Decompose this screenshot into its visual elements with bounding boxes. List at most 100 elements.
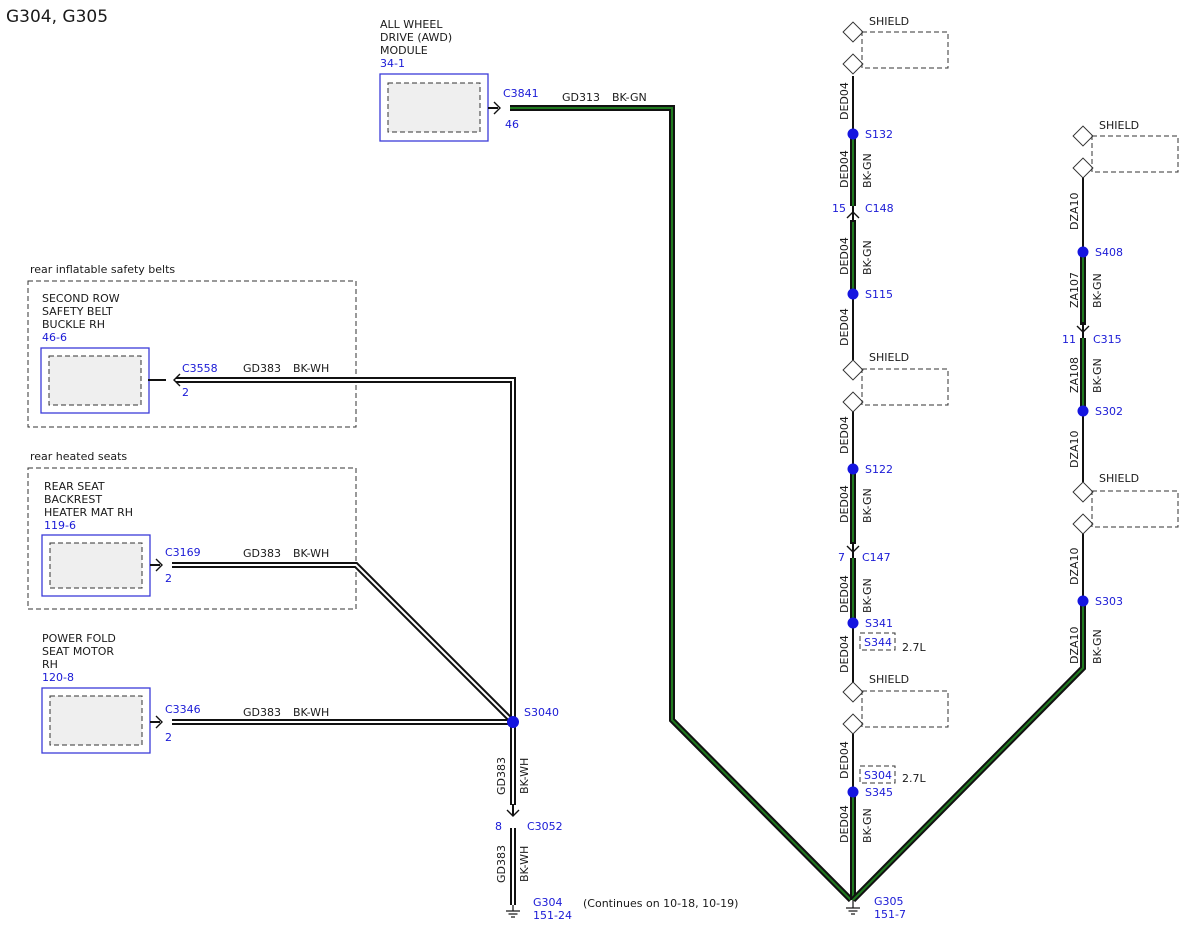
page-title: G304, G305 (6, 7, 108, 27)
belt-buckle-component[interactable]: SECOND ROW SAFETY BELT BUCKLE RH 46-6 C3… (40, 292, 218, 414)
vlabel-ded04-4: DED04 (838, 308, 851, 346)
vlabel-ded04-6: DED04 (838, 485, 851, 523)
fold-motor-line-3: RH (42, 658, 58, 671)
splice-s115-label: S115 (865, 288, 893, 301)
shield-right-2-label: SHIELD (1099, 472, 1139, 485)
vlabel-ded04-2: DED04 (838, 150, 851, 188)
splice-s132[interactable] (847, 128, 859, 140)
vlabel-ded04-8: DED04 (838, 635, 851, 673)
splice-s408[interactable] (1077, 246, 1089, 258)
option-s344-box (859, 632, 896, 651)
connector-c3052[interactable]: C3052 (527, 820, 563, 833)
wire-label-c3169-circuit: GD383 (243, 547, 281, 560)
heater-mat-ref[interactable]: 119-6 (44, 519, 76, 532)
splice-s408-label: S408 (1095, 246, 1123, 259)
group-heated-label: rear heated seats (30, 450, 127, 463)
splice-s3040[interactable] (507, 716, 519, 728)
splice-s3040-label: S3040 (524, 706, 559, 719)
wire-label-c3169-color: BK-WH (293, 547, 329, 560)
vlabel-bkgn-right: BK-GN (1091, 629, 1104, 664)
splice-s304-label[interactable]: S304 (864, 769, 892, 782)
vlabel-bkgn-2: BK-GN (861, 153, 874, 188)
wire-dza10-column[interactable] (850, 177, 1086, 903)
pin-c3169: 2 (165, 572, 172, 585)
pin-c315: 11 (1062, 333, 1076, 346)
ground-g304-name: G304 (533, 896, 563, 909)
splice-s122-label: S122 (865, 463, 893, 476)
wire-gd313-circuit: GD313 (562, 91, 600, 104)
vlabel-bkgn-6: BK-GN (861, 488, 874, 523)
fold-motor-component[interactable]: POWER FOLD SEAT MOTOR RH 120-8 C3346 2 (41, 632, 201, 754)
shield-mid-2-label: SHIELD (869, 351, 909, 364)
wire-label-c3558-circuit: GD383 (243, 362, 281, 375)
connector-c3558[interactable]: C3558 (182, 362, 218, 375)
pin-c3558: 2 (182, 386, 189, 399)
connector-c3841[interactable]: C3841 (503, 87, 539, 100)
wire-label-c3346-circuit: GD383 (243, 706, 281, 719)
fold-motor-line-1: POWER FOLD (42, 632, 116, 645)
continues-note: (Continues on 10-18, 10-19) (583, 897, 738, 910)
fold-motor-line-2: SEAT MOTOR (42, 645, 114, 658)
heater-mat-line-2: BACKREST (44, 493, 102, 506)
ground-g305-icon[interactable] (846, 900, 860, 915)
pin-c148: 15 (832, 202, 846, 215)
vlabel-bkgn-za107: BK-GN (1091, 273, 1104, 308)
splice-s345[interactable] (847, 786, 859, 798)
heater-mat-component[interactable]: REAR SEAT BACKREST HEATER MAT RH 119-6 C… (41, 480, 201, 597)
splice-s132-label: S132 (865, 128, 893, 141)
vlabel-dza10-3: DZA10 (1068, 547, 1081, 585)
awd-module-ref[interactable]: 34-1 (380, 57, 405, 70)
ground-g304-ref[interactable]: 151-24 (533, 909, 572, 922)
connector-c147[interactable]: C147 (862, 551, 891, 564)
belt-buckle-line-3: BUCKLE RH (42, 318, 105, 331)
splice-s303[interactable] (1077, 595, 1089, 607)
pin-c3841: 46 (505, 118, 519, 131)
vlabel-ded04-9: DED04 (838, 741, 851, 779)
shield-mid-2: SHIELD (842, 351, 949, 413)
shield-mid-1-label: SHIELD (869, 15, 909, 28)
wire-vlabel-bkwh-1: BK-WH (518, 758, 531, 794)
wire-gd313-color: BK-GN (612, 91, 647, 104)
wire-label-c3346-color: BK-WH (293, 706, 329, 719)
vlabel-bkgn-3: BK-GN (861, 240, 874, 275)
splice-s122[interactable] (847, 463, 859, 475)
splice-s302[interactable] (1077, 405, 1089, 417)
wire-gd383[interactable] (172, 377, 516, 905)
splice-s345-label: S345 (865, 786, 893, 799)
splice-s344-label[interactable]: S344 (864, 636, 892, 649)
vlabel-dza10-2: DZA10 (1068, 430, 1081, 468)
vlabel-ded04-7: DED04 (838, 575, 851, 613)
wire-gd313[interactable] (510, 105, 854, 903)
heater-mat-line-1: REAR SEAT (44, 480, 105, 493)
splice-s115[interactable] (847, 288, 859, 300)
awd-module-line-1: ALL WHEEL (380, 18, 443, 31)
group-belts-box (27, 280, 357, 428)
ground-g305-ref[interactable]: 151-7 (874, 908, 906, 921)
vlabel-ded04-10: DED04 (838, 805, 851, 843)
splice-s303-label: S303 (1095, 595, 1123, 608)
shield-mid-3: SHIELD (842, 673, 949, 735)
vlabel-ded04-1: DED04 (838, 82, 851, 120)
splice-s341[interactable] (847, 617, 859, 629)
vlabel-ded04-5: DED04 (838, 416, 851, 454)
fold-motor-ref[interactable]: 120-8 (42, 671, 74, 684)
connector-c148[interactable]: C148 (865, 202, 894, 215)
ground-g304-icon[interactable] (506, 905, 520, 918)
belt-buckle-ref[interactable]: 46-6 (42, 331, 67, 344)
connector-c3346[interactable]: C3346 (165, 703, 201, 716)
pin-c3052: 8 (495, 820, 502, 833)
splice-s341-label: S341 (865, 617, 893, 630)
awd-module[interactable]: ALL WHEEL DRIVE (AWD) MODULE 34-1 C3841 … (379, 18, 539, 142)
connector-c3169[interactable]: C3169 (165, 546, 201, 559)
belt-buckle-line-1: SECOND ROW (42, 292, 120, 305)
vlabel-za107: ZA107 (1068, 272, 1081, 308)
vlabel-bkgn-za108: BK-GN (1091, 358, 1104, 393)
vlabel-ded04-3: DED04 (838, 237, 851, 275)
s304-engine-note: 2.7L (902, 772, 926, 785)
connector-c315[interactable]: C315 (1093, 333, 1122, 346)
vlabel-bkgn-10: BK-GN (861, 808, 874, 843)
belt-buckle-line-2: SAFETY BELT (42, 305, 113, 318)
shield-right-1: SHIELD (1072, 119, 1179, 179)
shield-right-2: SHIELD (1072, 472, 1179, 535)
